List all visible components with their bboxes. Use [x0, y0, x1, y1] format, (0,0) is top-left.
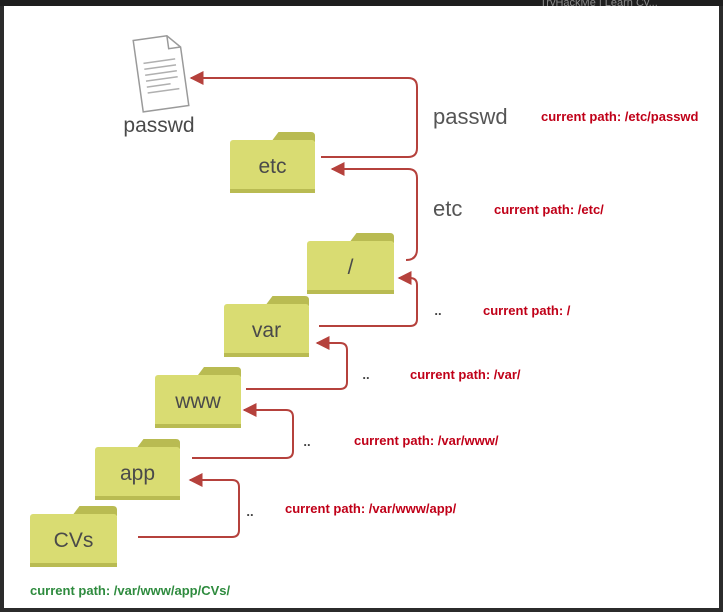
step-4-move: ..: [434, 303, 441, 318]
folder-label-cvs: CVs: [54, 529, 94, 552]
folder-bottom-edge: [30, 563, 117, 567]
folder-label-var: var: [252, 319, 281, 342]
step-1-path: current path: /var/www/app/: [285, 501, 457, 516]
folder-label-www: www: [174, 390, 221, 413]
folder-body: [307, 241, 394, 294]
step-5-move: etc: [433, 196, 462, 221]
folder-www: www: [155, 367, 241, 428]
folder-tab: [350, 233, 394, 243]
start-path: current path: /var/www/app/CVs/: [30, 583, 230, 598]
folder-tab: [73, 506, 117, 516]
folder-cvs: CVs: [30, 506, 117, 567]
folder-body: [230, 140, 315, 193]
path-traversal-diagram: passwd CVs app www var / etc .. current path:…: [30, 35, 699, 598]
step-3-path: current path: /var/: [410, 367, 521, 382]
folder-bottom-edge: [95, 496, 180, 500]
folder-tab: [272, 132, 315, 142]
folder-tab: [266, 296, 309, 306]
diagram-canvas: passwd CVs app www var / etc .. current path:…: [4, 6, 719, 608]
step-2-path: current path: /var/www/: [354, 433, 499, 448]
step-6-path: current path: /etc/passwd: [541, 109, 699, 124]
step-3-move: ..: [362, 367, 369, 382]
folder-bottom-edge: [224, 353, 309, 357]
folder-body: [224, 304, 309, 357]
folder-bottom-edge: [155, 424, 241, 428]
folder-bottom-edge: [307, 290, 394, 294]
arrow-root-to-etc: [330, 162, 418, 261]
traversal-arrows: [138, 71, 418, 538]
arrow-app-to-www: [192, 403, 294, 459]
folder-label-etc: etc: [258, 155, 286, 178]
folder-app: app: [95, 439, 180, 500]
step-1-move: ..: [246, 504, 253, 519]
folder-etc: etc: [230, 132, 315, 193]
folder-tab: [137, 439, 180, 449]
folder-body: [30, 514, 117, 567]
step-6-move: passwd: [433, 104, 508, 129]
folder-root: /: [307, 233, 394, 294]
browser-tab-strip: [0, 0, 723, 6]
folder-label-app: app: [120, 462, 155, 485]
arrow-var-to-root: [319, 271, 418, 327]
step-4-path: current path: /: [483, 303, 571, 318]
folder-bottom-edge: [230, 189, 315, 193]
arrow-cvs-to-app: [138, 473, 240, 538]
arrow-etc-to-passwd: [189, 71, 418, 158]
file-label: passwd: [123, 114, 194, 137]
document-icon: [132, 35, 190, 113]
browser-tab-title: TryHackMe | Learn Cy...: [540, 0, 658, 6]
folder-label-root: /: [348, 256, 354, 279]
folder-body: [95, 447, 180, 500]
folder-var: var: [224, 296, 309, 357]
step-2-move: ..: [303, 434, 310, 449]
arrow-www-to-var: [246, 336, 348, 390]
folder-body: [155, 375, 241, 428]
step-5-path: current path: /etc/: [494, 202, 604, 217]
folder-tab: [198, 367, 241, 377]
